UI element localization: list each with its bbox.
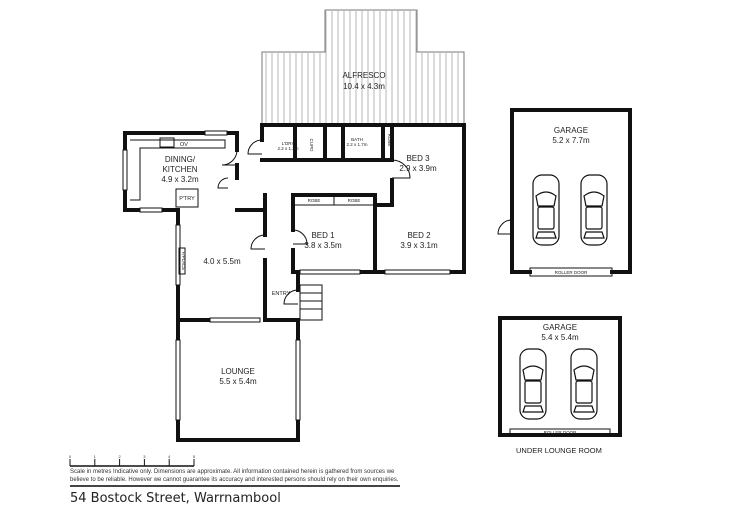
bed1-size: 3.8 x 3.5m <box>304 241 342 250</box>
under-lounge-room-label: UNDER LOUNGE ROOM <box>516 446 602 455</box>
scale-tick-label: 5 <box>193 454 196 459</box>
oven-label: OV <box>180 142 188 148</box>
garage2-size: 5.4 x 5.4m <box>541 333 579 342</box>
laundry-size: 2.2 x 1.3m <box>277 146 298 151</box>
scale-tick-label: 2 <box>118 454 121 459</box>
robe-bed3-label: ROBE <box>387 134 392 147</box>
bed2-size: 3.9 x 3.1m <box>400 241 438 250</box>
alfresco-label: ALFRESCO <box>342 71 385 80</box>
alfresco-deck <box>261 9 465 126</box>
garage2-door-label: ROLLER DOOR <box>544 430 578 435</box>
kitchen-bench <box>130 137 226 208</box>
windows <box>122 130 451 421</box>
alfresco-size: 10.4 x 4.3m <box>343 82 385 91</box>
bed1-label: BED 1 <box>311 231 335 240</box>
entry-label: ENTRY <box>272 291 291 297</box>
bed2-label: BED 2 <box>407 231 431 240</box>
scale-tick-label: 1 <box>94 454 97 459</box>
garage1-label: GARAGE <box>554 126 588 135</box>
garage1-door-label: ROLLER DOOR <box>555 270 589 275</box>
pantry-label: P'TRY <box>179 196 195 202</box>
fireplace <box>178 247 186 275</box>
car-icon <box>570 348 598 420</box>
lounge-size: 5.5 x 5.4m <box>219 377 257 386</box>
car-icon <box>519 348 547 420</box>
garage-2 <box>498 316 622 437</box>
property-address: 54 Bostock Street, Warrnambool <box>70 491 281 506</box>
garage2-label: GARAGE <box>543 323 577 332</box>
dining-label-1: DINING/ <box>165 155 196 164</box>
bed3-label: BED 3 <box>406 154 430 163</box>
disclaimer: Scale in metres Indicative only. Dimensi… <box>70 468 400 487</box>
laundry-label: L'DRY <box>282 141 295 146</box>
lounge-label: LOUNGE <box>221 367 255 376</box>
garage1-size: 5.2 x 7.7m <box>552 136 590 145</box>
robes <box>295 197 373 206</box>
fireplace-label: F/PLACE <box>181 252 186 271</box>
house-walls <box>123 123 466 442</box>
dining-size: 4.9 x 3.2m <box>161 175 199 184</box>
bed3-size: 2.9 x 3.9m <box>399 164 437 173</box>
garage-1 <box>497 108 632 277</box>
bath-size: 2.2 x 1.7m <box>346 142 367 147</box>
cupboard-label: CUPD <box>309 139 314 153</box>
doors <box>217 139 411 305</box>
bath-label: BATH <box>351 137 363 142</box>
car-icon <box>580 174 608 246</box>
entry-steps <box>299 284 323 321</box>
robe1-label: ROBE <box>308 198 321 203</box>
dining-label-2: KITCHEN <box>162 165 197 174</box>
robe2-label: ROBE <box>348 198 361 203</box>
car-icon <box>532 174 560 246</box>
family-size: 4.0 x 5.5m <box>203 257 241 266</box>
scale-tick-label: 0 <box>69 454 72 459</box>
scale-tick-label: 4 <box>168 454 171 459</box>
scale-bar: 0 1 2 3 4 5 <box>69 454 196 467</box>
scale-tick-label: 3 <box>143 454 146 459</box>
